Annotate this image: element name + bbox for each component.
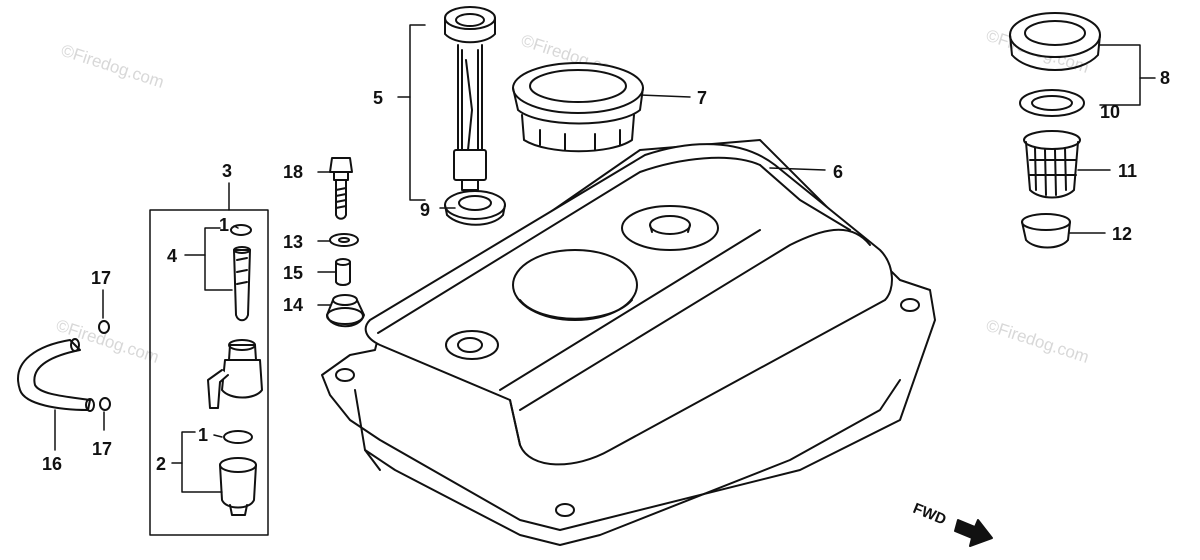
fuel-tube-16: [17, 338, 95, 412]
label-5: 5: [373, 88, 383, 108]
label-4: 4: [167, 246, 177, 266]
label-1-bottom: 1: [198, 425, 208, 445]
label-17-top: 17: [91, 268, 111, 288]
watermark: ©Firedog.com: [59, 41, 167, 92]
collar-15: [335, 258, 351, 286]
watermark: ©Firedog.com: [984, 316, 1092, 367]
leader-lines: [54, 24, 1156, 493]
label-13: 13: [283, 232, 303, 252]
label-7: 7: [697, 88, 707, 108]
sleeve-12: [1021, 213, 1071, 249]
label-3: 3: [222, 161, 232, 181]
label-14: 14: [283, 295, 303, 315]
gauge-grommet: [444, 190, 506, 226]
forward-indicator: FWD: [911, 500, 993, 547]
washer-13: [329, 233, 359, 247]
fuel-tank: [321, 139, 936, 546]
filler-cap-7: [512, 62, 644, 153]
label-18: 18: [283, 162, 303, 182]
fuel-gauge: [444, 6, 496, 191]
label-12: 12: [1112, 224, 1132, 244]
label-11: 11: [1118, 161, 1137, 181]
bolt-18: [329, 157, 353, 220]
label-10: 10: [1100, 102, 1120, 122]
label-17-bottom: 17: [92, 439, 112, 459]
fuel-strainer-11: [1023, 130, 1081, 199]
label-15: 15: [283, 263, 303, 283]
tank-cap-8: [1009, 12, 1101, 71]
fwd-label: FWD: [911, 500, 949, 529]
tube-clip-17: [99, 397, 111, 411]
forward-arrow-icon: [954, 519, 993, 547]
label-8: 8: [1160, 68, 1170, 88]
cap-gasket-10: [1019, 89, 1085, 117]
cushion-14: [326, 294, 365, 328]
fuel-cock-assembly: [149, 209, 269, 536]
tube-clip-17: [98, 320, 110, 334]
label-16: 16: [42, 454, 62, 474]
callout-labels: 5 9 7 6 8 10 11 12 18 13 15 14 3 1 4 1 2…: [42, 68, 1170, 474]
label-9: 9: [420, 200, 430, 220]
label-2: 2: [156, 454, 166, 474]
label-6: 6: [833, 162, 843, 182]
label-1-top: 1: [219, 215, 229, 235]
